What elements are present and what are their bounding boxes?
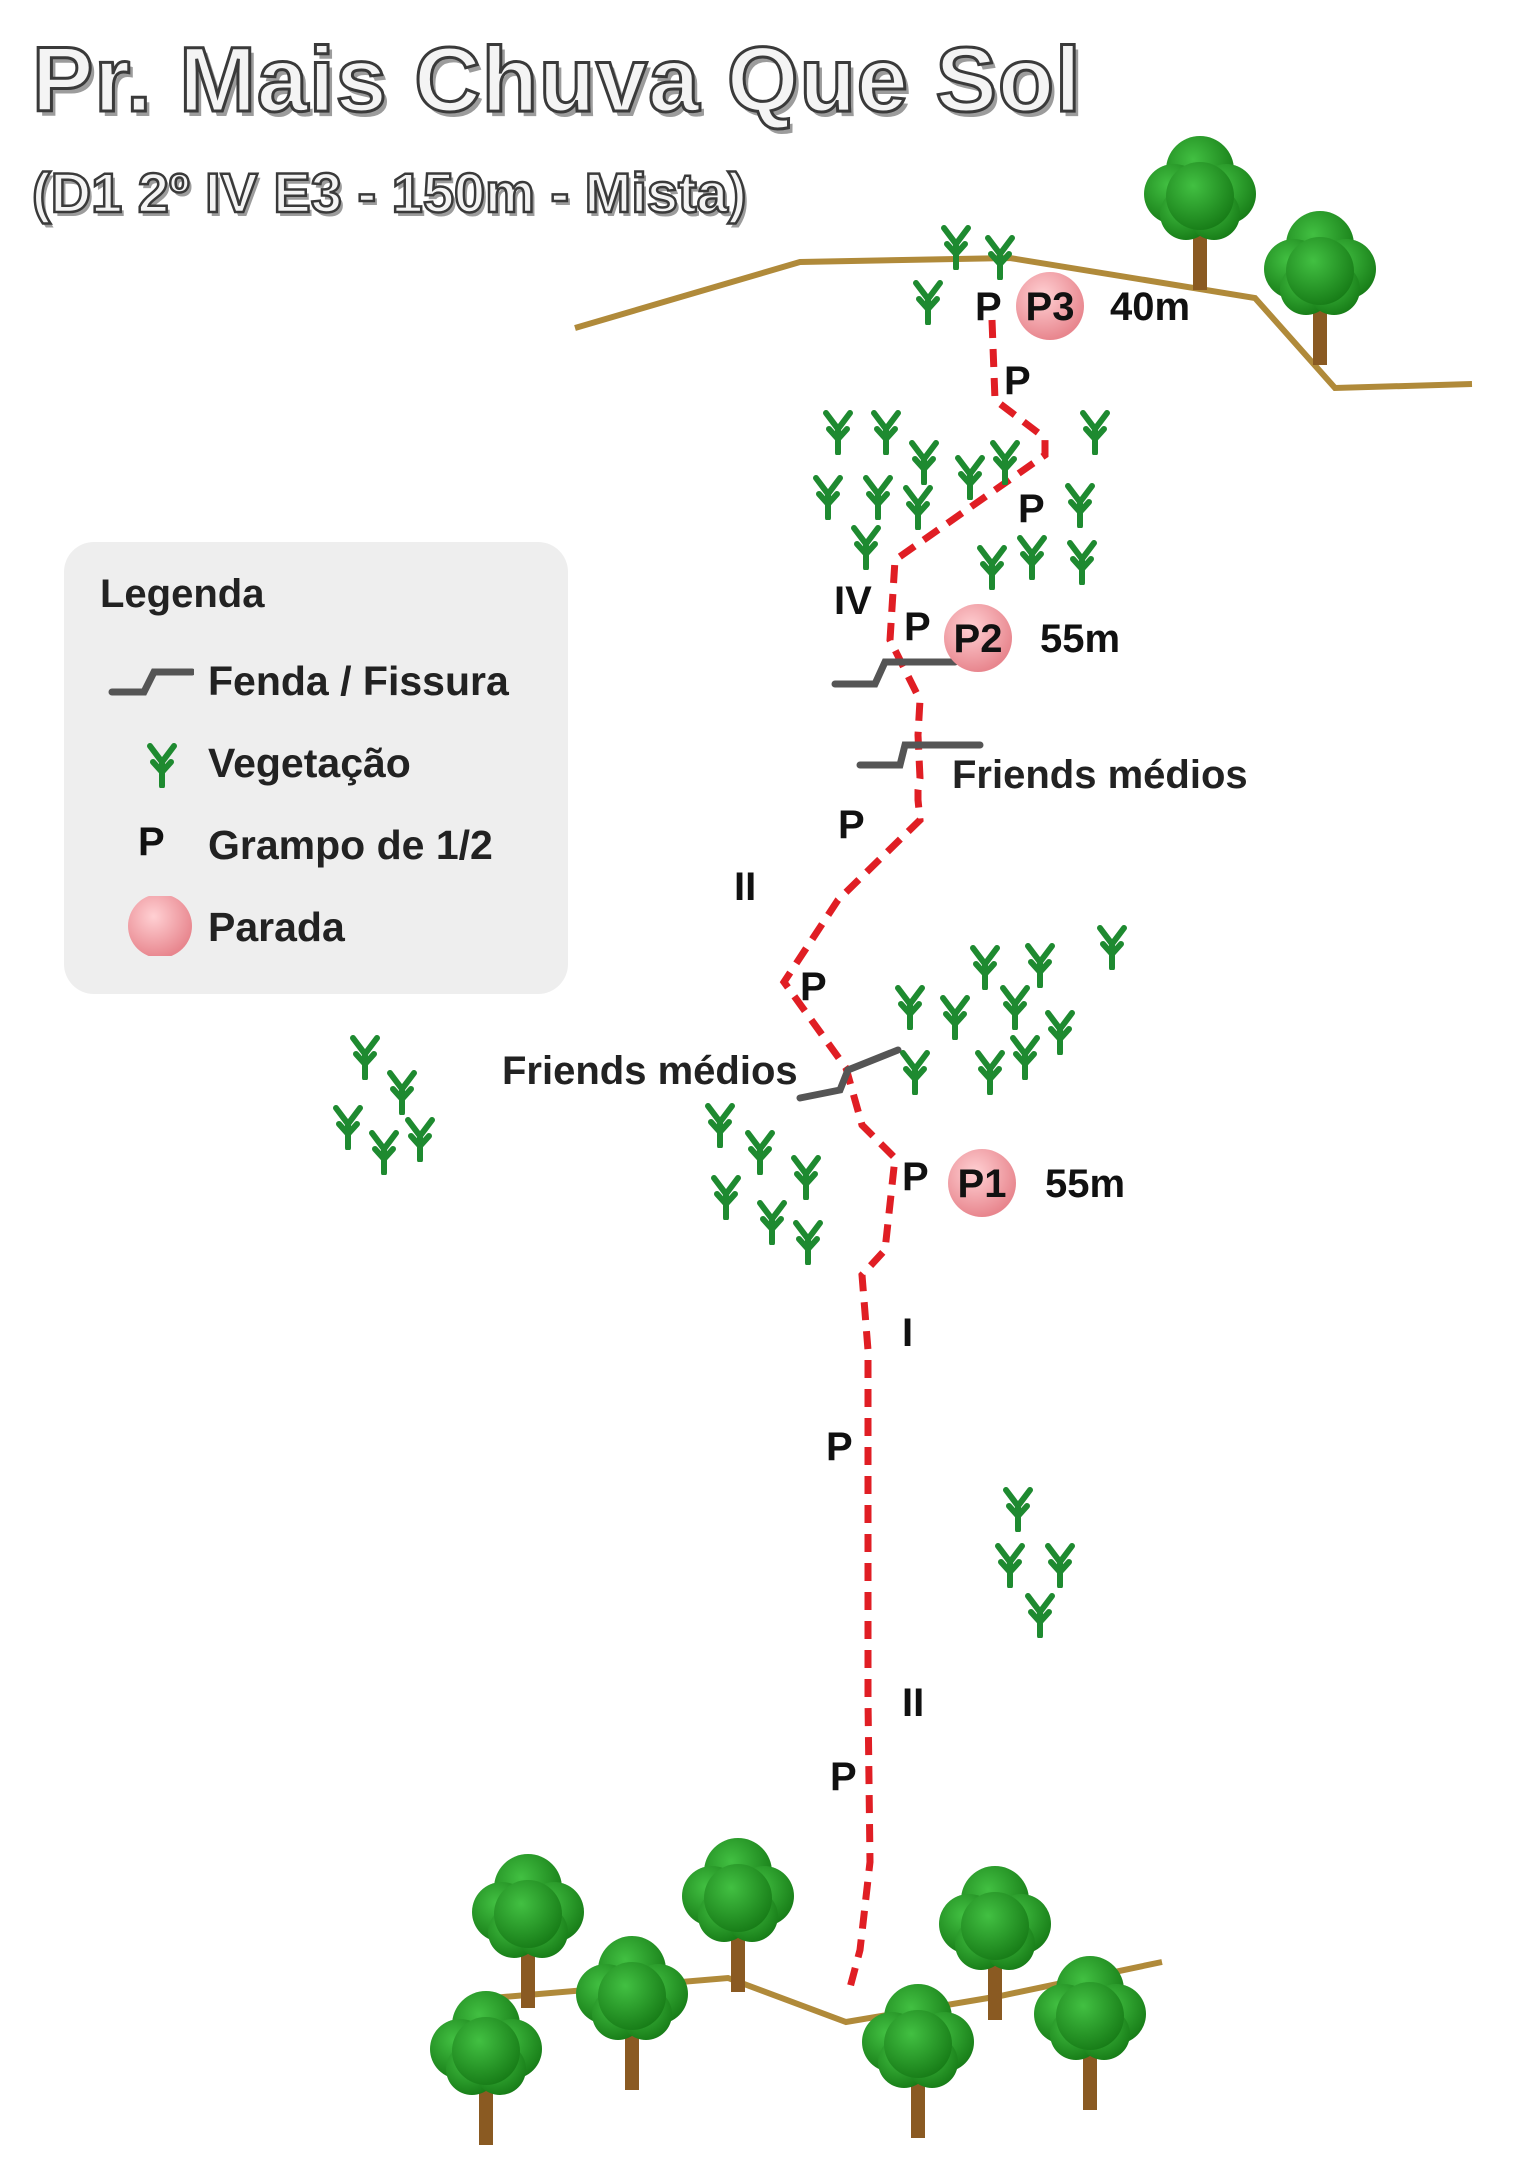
route-line <box>779 319 1049 1996</box>
bolt-marker: P <box>975 285 1002 329</box>
legend-label: Parada <box>208 904 345 950</box>
tree-icon <box>576 1936 688 2090</box>
belay-p2-label: P2 <box>954 617 1003 661</box>
bolt-marker: P <box>1004 359 1031 403</box>
tree-icon <box>862 1984 974 2138</box>
grade-label: IV <box>834 579 872 623</box>
belay-icon <box>944 604 1012 672</box>
tree-icon <box>1034 1956 1146 2110</box>
trees <box>430 136 1376 2145</box>
legend-item-parada: Parada <box>64 896 568 956</box>
vegetation-middle <box>898 928 1124 1093</box>
legend-label: Vegetação <box>208 740 411 786</box>
legend-title: Legenda <box>100 572 265 616</box>
belay-icon <box>1016 272 1084 340</box>
bolt-marker: P <box>830 1755 857 1799</box>
belay-p2: P2 55m <box>944 604 1120 672</box>
route-subtitle: (D1 2º IV E3 - 150m - Mista) <box>31 160 748 226</box>
gear-note-lower: Friends médios <box>502 1049 798 1093</box>
grade-label: II <box>902 1681 924 1725</box>
legend-item-fenda: Fenda / Fissura <box>64 650 568 710</box>
bolt-marker: P <box>1018 487 1045 531</box>
bolt-marker: P <box>826 1425 853 1469</box>
legend-label: Fenda / Fissura <box>208 658 509 704</box>
grade-label: I <box>902 1311 913 1355</box>
bolt-marker: P <box>902 1155 929 1199</box>
legend-item-grampo: P Grampo de 1/2 <box>64 814 568 874</box>
top-ground-line <box>574 254 1473 392</box>
bolt-marker: P <box>800 965 827 1009</box>
legend: Legenda Fenda / Fissura Vegetação P Gram… <box>64 542 568 994</box>
belay-icon <box>948 1149 1016 1217</box>
belay-p3-label: P3 <box>1026 285 1075 329</box>
gear-note-upper: Friends médios <box>952 753 1248 797</box>
route-title: Pr. Mais Chuva Que Sol <box>31 28 1083 133</box>
crack-icon <box>796 658 984 1102</box>
tree-icon <box>939 1866 1051 2020</box>
grades: IV II I II <box>734 579 924 1725</box>
bolt-marker: P <box>904 605 931 649</box>
tree-icon <box>682 1838 794 1992</box>
legend-item-vegetacao: Vegetação <box>64 732 568 792</box>
legend-label: Grampo de 1/2 <box>208 822 493 868</box>
plant-icon <box>104 732 194 792</box>
grade-label: II <box>734 865 756 909</box>
vegetation-lower-right <box>998 1490 1072 1636</box>
vegetation-upper <box>816 413 1107 588</box>
crack-icon <box>108 668 194 696</box>
belay-p3: P3 40m <box>1016 272 1190 340</box>
belay-p1-label: P1 <box>958 1162 1007 1206</box>
belay-icon <box>128 896 192 956</box>
tree-icon <box>1264 211 1376 365</box>
vegetation-left <box>336 1038 432 1173</box>
tree-icon <box>1144 136 1256 290</box>
tree-icon <box>472 1854 584 2008</box>
bolt-marker: P <box>838 803 865 847</box>
belay-p1-length: 55m <box>1045 1162 1125 1206</box>
vegetation-lower-left <box>708 1106 820 1263</box>
tree-icon <box>430 1991 542 2145</box>
belay-p2-length: 55m <box>1040 617 1120 661</box>
belay-p3-length: 40m <box>1110 285 1190 329</box>
gear-notes: Friends médios Friends médios <box>502 753 1248 1093</box>
belay-p1: P1 55m <box>948 1149 1125 1217</box>
bolt-icon: P <box>138 820 165 864</box>
